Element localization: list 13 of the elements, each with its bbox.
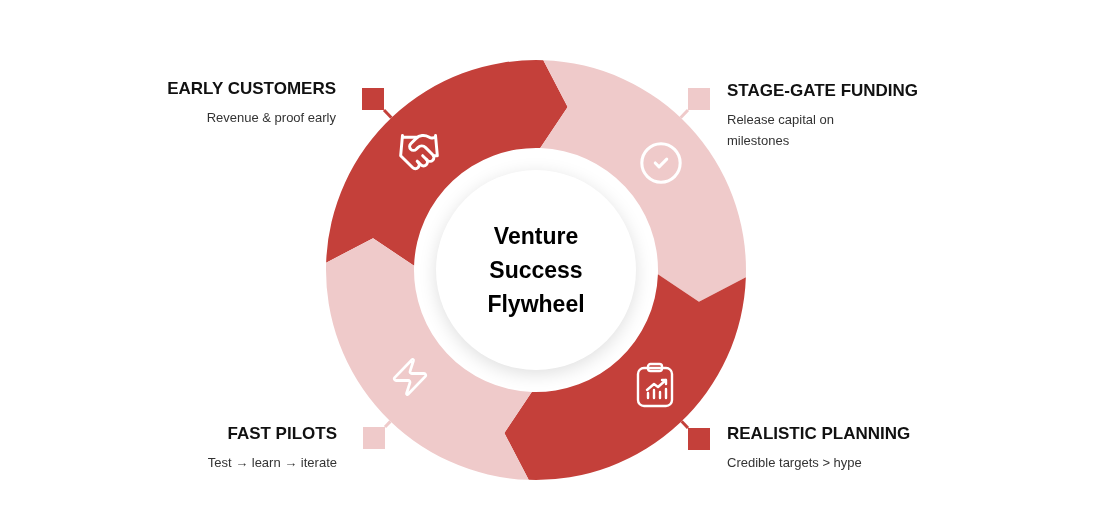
leader-line <box>383 420 392 429</box>
leader-line <box>679 108 690 119</box>
stage-heading: EARLY CUSTOMERS <box>167 78 336 100</box>
stage-heading: REALISTIC PLANNING <box>727 423 911 445</box>
stage-description: Revenue & proof early <box>206 109 336 127</box>
stage-heading: FAST PILOTS <box>227 423 337 445</box>
stage-description: Release capital on milestones <box>727 111 835 150</box>
leader-line <box>382 108 393 119</box>
stage-heading: STAGE-GATE FUNDING <box>727 80 919 102</box>
leader-line <box>680 420 690 430</box>
stage-description: Test → learn → iterate <box>207 454 337 472</box>
center-title: Venture Success Flywheel <box>486 222 586 319</box>
stage-description: Credible targets > hype <box>727 454 862 472</box>
